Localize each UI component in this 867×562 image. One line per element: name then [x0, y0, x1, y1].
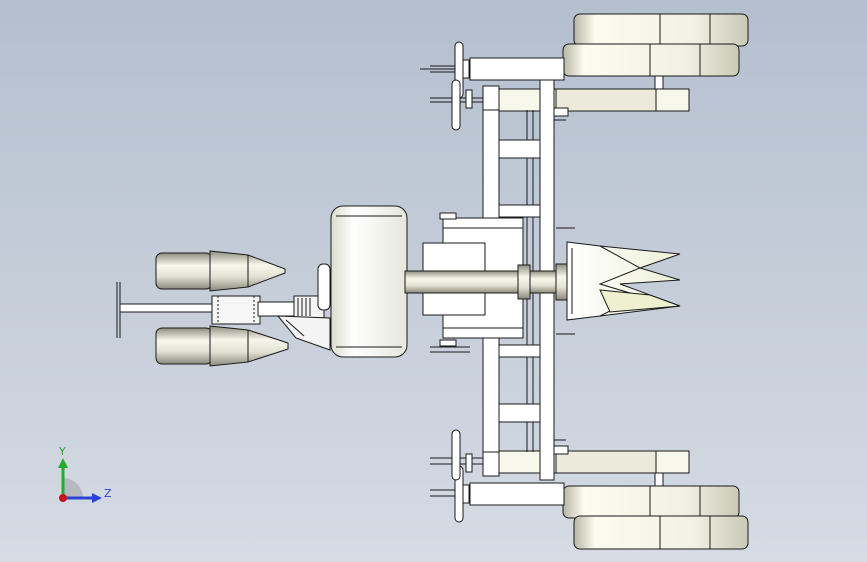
bottom-wheel-rear[interactable]: [573, 515, 749, 550]
top-wheel-front[interactable]: [562, 43, 740, 77]
upper-nozzle[interactable]: [155, 250, 286, 292]
triad-origin: [59, 494, 67, 502]
input-shaft[interactable]: [116, 282, 299, 338]
triad-z-arrow: [92, 493, 102, 503]
triad-y-arrow: [58, 458, 68, 468]
machine-assembly[interactable]: [116, 13, 749, 550]
lower-nozzle[interactable]: [155, 325, 289, 367]
coordinate-triad: Y Z: [58, 445, 112, 503]
bottom-wheel-front[interactable]: [562, 485, 740, 519]
triad-y-label: Y: [58, 445, 66, 458]
triad-arc: [63, 478, 83, 498]
cutter-blades[interactable]: [556, 227, 681, 335]
fuel-tank[interactable]: [330, 205, 408, 358]
top-wheel-rear[interactable]: [573, 13, 749, 47]
bevel-gearbox[interactable]: [276, 263, 331, 351]
triad-z-label: Z: [104, 487, 112, 500]
